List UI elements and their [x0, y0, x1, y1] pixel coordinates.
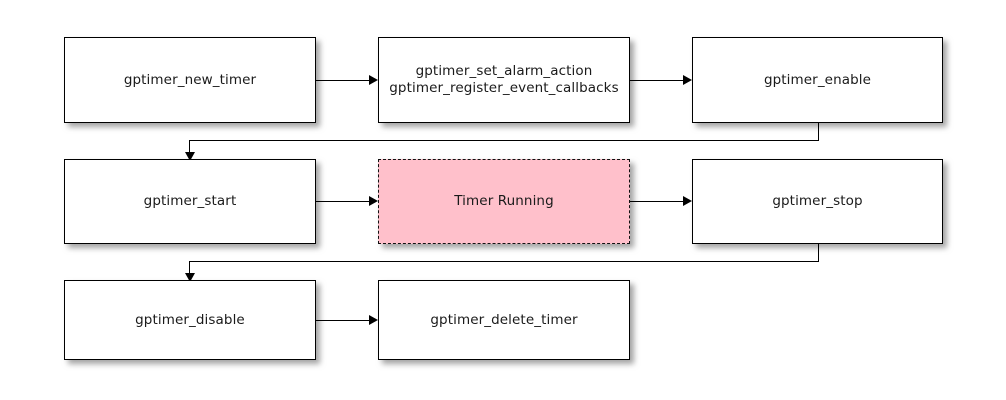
edge-running-to-stop [630, 201, 684, 202]
node-gptimer-set-alarm-action[interactable]: gptimer_set_alarm_action gptimer_registe… [378, 37, 630, 123]
edge-enable-to-start-seg-drop [189, 140, 190, 154]
arrowhead-to-disable [185, 273, 195, 282]
edge-stop-to-disable-seg-down [818, 244, 819, 262]
node-gptimer-delete-timer[interactable]: gptimer_delete_timer [378, 280, 630, 360]
edge-stop-to-disable-seg-drop [189, 261, 190, 275]
edge-disable-to-delete-timer [316, 320, 370, 321]
node-timer-running[interactable]: Timer Running [378, 159, 630, 244]
arrowhead-to-stop [683, 196, 692, 206]
node-label: gptimer_delete_timer [430, 311, 578, 328]
node-gptimer-start[interactable]: gptimer_start [64, 159, 316, 244]
node-label: Timer Running [454, 193, 554, 209]
edge-set-alarm-to-enable [630, 80, 684, 81]
arrowhead-to-set-alarm [369, 75, 378, 85]
edge-stop-to-disable-seg-left [189, 261, 819, 262]
edge-new-timer-to-set-alarm [316, 80, 370, 81]
arrowhead-to-delete-timer [369, 315, 378, 325]
arrowhead-to-running [369, 196, 378, 206]
node-gptimer-disable[interactable]: gptimer_disable [64, 280, 316, 360]
node-label: gptimer_enable [763, 71, 872, 88]
arrowhead-to-enable [683, 75, 692, 85]
edge-start-to-running [316, 201, 370, 202]
node-label: gptimer_new_timer [123, 71, 257, 88]
node-gptimer-enable[interactable]: gptimer_enable [692, 37, 943, 123]
node-gptimer-stop[interactable]: gptimer_stop [692, 159, 943, 244]
arrowhead-to-start [185, 152, 195, 161]
node-label: gptimer_disable [135, 311, 245, 328]
node-label: gptimer_stop [772, 193, 863, 209]
node-label: gptimer_start [143, 193, 237, 209]
node-gptimer-new-timer[interactable]: gptimer_new_timer [64, 37, 316, 123]
edge-enable-to-start-seg-down [818, 123, 819, 141]
node-label: gptimer_set_alarm_action gptimer_registe… [389, 63, 619, 96]
edge-enable-to-start-seg-left [189, 140, 819, 141]
